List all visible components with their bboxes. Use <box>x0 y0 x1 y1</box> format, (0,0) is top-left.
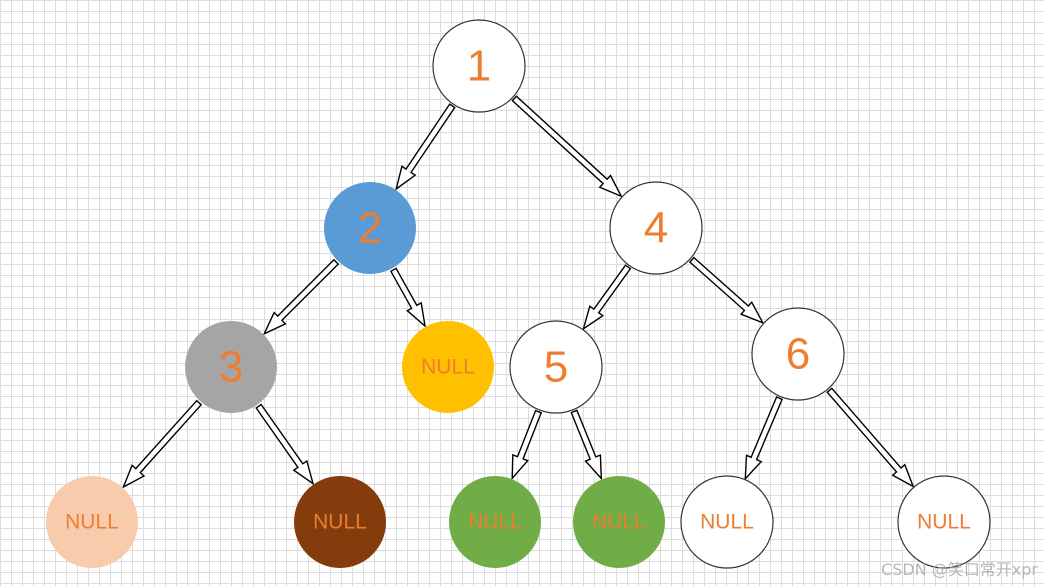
node-circle <box>573 476 665 568</box>
node-value-label: 2 <box>358 204 382 253</box>
edge-arrow-n3-n3l <box>122 399 203 489</box>
tree-node-n3r: NULL <box>294 476 386 568</box>
node-value-label: 5 <box>544 343 568 392</box>
edge-arrow-n1-n2 <box>395 103 456 191</box>
tree-node-n6l: NULL <box>680 475 774 569</box>
node-circle <box>185 321 277 413</box>
edge-arrow-n1-n4 <box>511 95 623 198</box>
tree-node-n4: 4 <box>609 181 703 275</box>
watermark: CSDN @笑口常开xpr <box>881 560 1038 579</box>
node-value-label: 4 <box>644 204 668 253</box>
edge-arrow-n6-n6r <box>826 387 915 489</box>
null-label: NULL <box>313 511 367 534</box>
edge-arrow-n5-n5l <box>511 409 543 481</box>
edge-arrow-n5-n5r <box>570 409 603 481</box>
tree-node-n5r: NULL <box>573 476 665 568</box>
tree-node-n5: 5 <box>509 320 603 414</box>
null-label: NULL <box>592 511 646 534</box>
node-circle <box>609 181 703 275</box>
null-label: NULL <box>421 356 475 379</box>
null-label: NULL <box>700 511 754 534</box>
tree-node-n2r: NULL <box>402 321 494 413</box>
node-value-label: 3 <box>219 343 243 392</box>
node-circle <box>751 307 845 401</box>
null-label: NULL <box>65 511 119 534</box>
node-value-label: 1 <box>467 42 491 91</box>
node-circle <box>509 320 603 414</box>
node-circle <box>324 182 416 274</box>
tree-node-n5l: NULL <box>449 476 541 568</box>
edge-arrow-n6-n6l <box>744 396 784 481</box>
tree-node-n3l: NULL <box>46 476 138 568</box>
null-label: NULL <box>917 511 971 534</box>
edge-arrow-n2-n2r <box>389 267 427 328</box>
node-circle <box>294 476 386 568</box>
edge-arrow-n4-n5 <box>582 264 632 331</box>
edge-arrow-n3-n3r <box>255 403 315 486</box>
node-circle <box>46 476 138 568</box>
node-circle <box>432 19 526 113</box>
edges-layer <box>122 95 915 489</box>
node-value-label: 6 <box>786 330 810 379</box>
tree-node-n1: 1 <box>432 19 526 113</box>
edge-arrow-n4-n6 <box>688 256 765 325</box>
tree-node-n6: 6 <box>751 307 845 401</box>
tree-node-n6r: NULL <box>897 475 991 569</box>
tree-node-n3: 3 <box>185 321 277 413</box>
node-circle <box>449 476 541 568</box>
node-circle <box>680 475 774 569</box>
node-circle <box>402 321 494 413</box>
null-label: NULL <box>468 511 522 534</box>
node-circle <box>897 475 991 569</box>
edge-arrow-n2-n3 <box>262 258 340 336</box>
tree-node-n2: 2 <box>324 182 416 274</box>
